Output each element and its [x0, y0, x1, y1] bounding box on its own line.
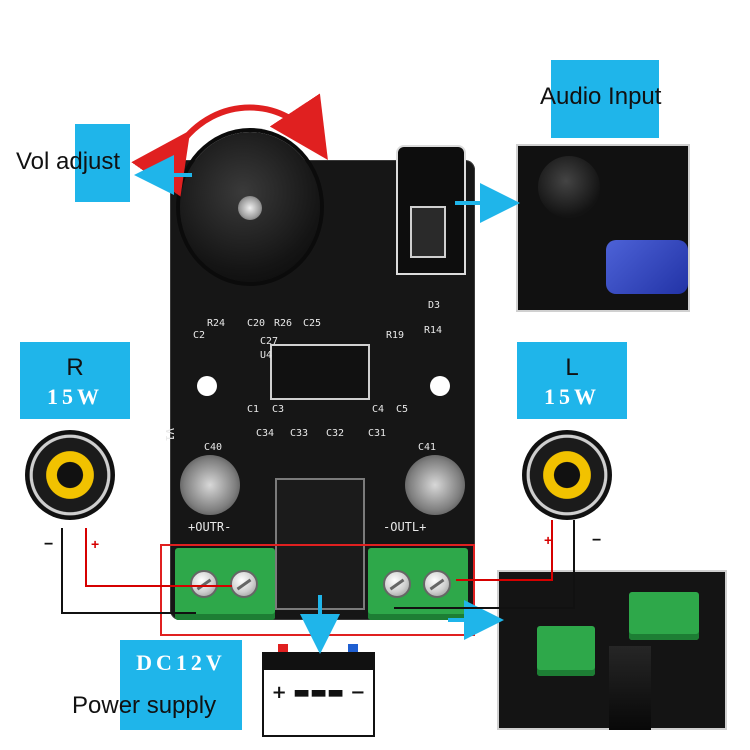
power-connection-photo	[497, 570, 727, 730]
right-speaker-black-wire	[61, 528, 196, 614]
capacitor-c41	[405, 455, 465, 515]
marking-r26: R26	[274, 318, 293, 329]
battery-symbol: + ▬▬▬ −	[271, 682, 366, 703]
vol-adjust-label-box	[75, 124, 130, 202]
marking-c34: C34	[256, 428, 275, 439]
marking-c31: C31	[368, 428, 387, 439]
battery-terminal-red	[278, 644, 288, 652]
marking-r19: R19	[386, 330, 405, 341]
capacitor-c40	[180, 455, 240, 515]
right-power-label: 15W	[47, 384, 103, 409]
dc-voltage-label: DC12V	[136, 650, 226, 675]
audio-input-photo-knob	[538, 156, 600, 218]
left-channel-label-box: L 15W	[517, 342, 627, 419]
right-speaker-icon	[25, 430, 115, 520]
marking-c40: C40	[204, 442, 223, 453]
marking-c27: C27	[260, 336, 279, 347]
marking-r24: R24	[207, 318, 226, 329]
marking-c2: C2	[193, 330, 206, 341]
left-speaker-icon	[522, 430, 612, 520]
marking-out-left: -OUTL+	[383, 520, 427, 534]
audio-input-label-box	[551, 60, 659, 138]
left-terminal-screw-2	[423, 570, 451, 598]
audio-input-photo	[516, 144, 690, 312]
right-speaker-red-wire	[85, 528, 232, 587]
right-channel-label-box: R 15W	[20, 342, 130, 419]
battery-terminal-blue	[348, 644, 358, 652]
marking-c3: C3	[272, 404, 285, 415]
left-terminal-screw-1	[383, 570, 411, 598]
marking-out-right: +OUTR-	[188, 520, 232, 534]
left-speaker-black-wire	[394, 520, 575, 609]
right-terminal-screw-2	[230, 570, 258, 598]
battery-top	[262, 654, 375, 670]
power-connection-photo-terminal-1	[537, 626, 595, 676]
vol-adjust-label: Vol adjust	[16, 148, 121, 175]
marking-u4: U4	[260, 350, 273, 361]
power-supply-label: Power supply	[72, 692, 217, 719]
left-power-label: 15W	[544, 384, 600, 409]
marking-r14: R14	[424, 325, 443, 336]
marking-c32: C32	[326, 428, 345, 439]
left-plus-sign: +	[544, 532, 553, 548]
audio-input-label: Audio Input	[540, 83, 662, 110]
marking-c41: C41	[418, 442, 437, 453]
right-minus-sign: −	[44, 536, 54, 553]
right-plus-sign: +	[91, 536, 100, 552]
marking-c25: C25	[303, 318, 322, 329]
mounting-hole-left	[197, 376, 217, 396]
battery-icon: + ▬▬▬ −	[262, 644, 375, 737]
left-channel-label: L	[565, 354, 579, 381]
mounting-hole-right	[430, 376, 450, 396]
left-speaker-red-wire	[456, 520, 553, 581]
audio-jack-hole	[410, 206, 446, 258]
marking-c20: C20	[247, 318, 266, 329]
marking-c5: C5	[396, 404, 409, 415]
audio-input-photo-plug	[606, 240, 688, 294]
marking-c1: C1	[247, 404, 260, 415]
power-supply-label-box: DC12V	[120, 640, 242, 730]
volume-knob-shaft	[238, 196, 262, 220]
power-connection-photo-plug	[609, 646, 651, 730]
marking-d3: D3	[428, 300, 441, 311]
volume-rotation-arrow-icon	[131, 93, 328, 197]
marking-c4: C4	[372, 404, 385, 415]
power-connection-photo-terminal-2	[629, 592, 699, 640]
right-channel-label: R	[66, 354, 84, 381]
amplifier-chip	[270, 344, 370, 400]
right-terminal-screw-1	[190, 570, 218, 598]
marking-c33: C33	[290, 428, 309, 439]
left-minus-sign: −	[592, 532, 602, 549]
